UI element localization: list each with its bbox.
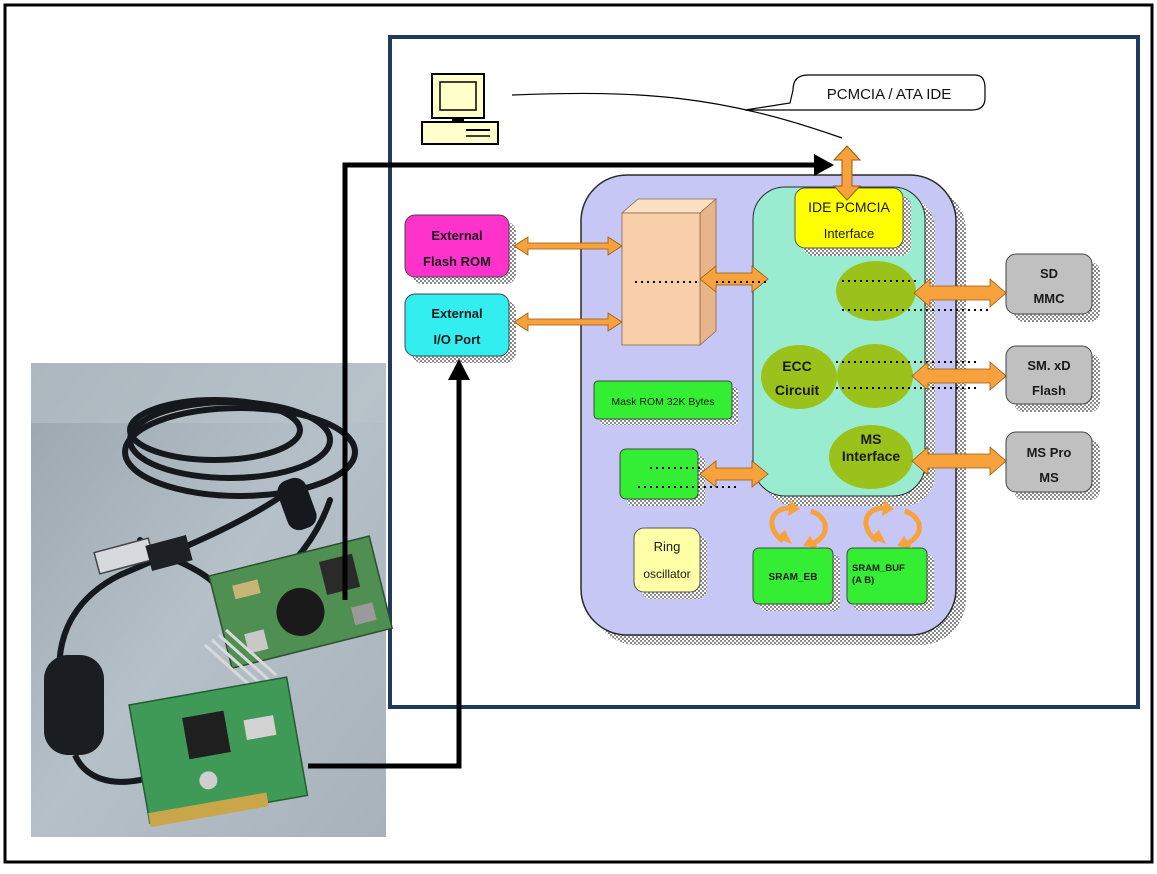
ecc-label-line1: ECC [782, 358, 812, 374]
sram-buf-block [846, 547, 928, 605]
ms-if-label-line2: Interface [842, 448, 901, 464]
host-link-line [511, 92, 843, 139]
ring-label-line1: Ring [654, 539, 681, 554]
photo-to-io-connector [308, 359, 470, 769]
io-to-buffer-arrow [513, 312, 623, 332]
sd-controller-ellipse [836, 261, 916, 321]
ms-interface-ellipse [829, 425, 913, 489]
ide-label-line1: IDE PCMCIA [808, 199, 890, 215]
sram-buf-label-line1: SRAM_BUF [852, 563, 905, 574]
usb-card-reader-photo [31, 363, 394, 837]
photo-to-host-connector [342, 154, 834, 600]
mask-rom-block [593, 380, 733, 420]
mspro-label-line2: MS [1039, 470, 1059, 485]
host-bus-arrow [832, 145, 862, 201]
sd-label-line2: MMC [1033, 291, 1065, 306]
buffer-block [620, 198, 718, 346]
register-to-core-arrow [699, 460, 769, 488]
flash-to-buffer-arrow [513, 236, 623, 256]
sram-eb-block [752, 547, 834, 605]
ext-flash-label-line2: Flash ROM [423, 254, 491, 269]
computer-icon [421, 73, 499, 145]
ext-io-label-line2: I/O Port [434, 332, 482, 347]
sram-buf-label-line2: (A B) [852, 575, 874, 586]
ring-oscillator-block [633, 527, 701, 593]
ecc-ellipse [761, 345, 837, 409]
mspro-label-line1: MS Pro [1027, 445, 1072, 460]
ide-label-line2: Interface [824, 226, 875, 241]
ext-flash-label-line1: External [431, 228, 482, 243]
sm-label-line1: SM. xD [1027, 358, 1070, 373]
ms-if-label-line1: MS [861, 431, 882, 447]
ext-io-label-line1: External [431, 306, 482, 321]
external-io-port-block [404, 293, 510, 357]
host-link-callout: PCMCIA / ATA IDE [744, 74, 986, 111]
host-link-label: PCMCIA / ATA IDE [827, 86, 951, 103]
register-block [619, 448, 699, 500]
sd-mmc-slot [1005, 253, 1093, 315]
external-flash-rom-block [404, 214, 510, 278]
buffer-to-core-arrow [699, 265, 769, 293]
ms-pro-slot [1005, 431, 1093, 493]
sm-label-line2: Flash [1032, 383, 1066, 398]
sm-xd-flash-slot [1005, 345, 1093, 405]
ecc-label-line2: Circuit [775, 382, 820, 398]
sram-eb-label: SRAM_EB [769, 572, 818, 583]
ring-label-line2: oscillator [643, 567, 690, 581]
sm-controller-ellipse [837, 344, 913, 408]
mask-rom-label: Mask ROM 32K Bytes [611, 396, 714, 408]
sd-label-line1: SD [1040, 266, 1058, 281]
